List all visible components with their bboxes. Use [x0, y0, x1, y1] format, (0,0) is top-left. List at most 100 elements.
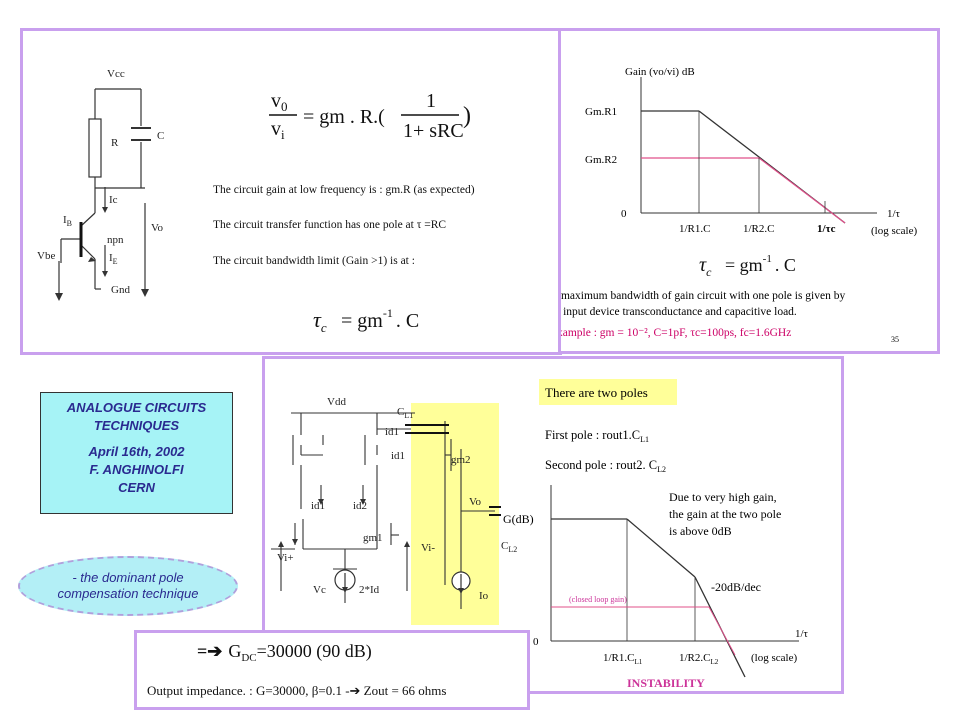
dc-gain-svg: =➔GDC=30000 (90 dB) Output impedance. : … [147, 641, 446, 698]
id2-label: id2 [353, 500, 367, 512]
ib-label: IB [63, 214, 72, 228]
circuit-capacitor-plates [405, 424, 501, 516]
svg-text:= gm-1. C: = gm-1. C [725, 253, 796, 275]
x-axis-title: 1/τ [887, 208, 901, 220]
bias-current-label: 2*Id [359, 584, 380, 596]
svg-text:τc: τc [699, 254, 712, 279]
note-line-1: Due to very high gain, [669, 490, 777, 504]
caption-line-1: e maximum bandwidth of gain circuit with… [561, 290, 845, 302]
gm1-label: gm1 [363, 532, 383, 544]
closed-loop-gain-label: (closed loop gain) [569, 595, 627, 604]
bandwidth-formula: τc = gm-1. C [313, 306, 419, 335]
cl1-label: CL1 [397, 406, 413, 420]
tau-c-formula: τc = gm-1. C [699, 253, 796, 279]
gnd-label: Gnd [111, 284, 130, 296]
vi-minus-label: Vi- [421, 542, 435, 554]
cl2-label: CL2 [501, 540, 517, 554]
gdc-formula: =➔GDC=30000 (90 dB) [197, 641, 372, 664]
panel-dc-gain: =➔GDC=30000 (90 dB) Output impedance. : … [134, 630, 530, 710]
y-axis-title: Gain (vo/vi) dB [625, 66, 695, 78]
gain-r2-rolloff [758, 157, 846, 224]
vo-label-2: Vo [469, 496, 482, 508]
course-institution: CERN [118, 480, 155, 495]
origin-label-2: 0 [533, 636, 539, 648]
origin-label: 0 [621, 208, 627, 220]
vcc-label: Vcc [107, 68, 125, 80]
panel-single-pole-bode: Gain (vo/vi) dB Gm.R1 Gm.R2 0 1/R1.C 1/R… [553, 28, 940, 354]
page-number: 35 [891, 335, 899, 344]
circuit-arrowheads [278, 499, 464, 594]
transfer-function-formula: v0 vi = gm . R.( 1 1+ sRC ) [269, 90, 471, 142]
vc-label: Vc [313, 584, 326, 596]
svg-text:= gm-1. C: = gm-1. C [341, 306, 419, 332]
x-axis-scale: (log scale) [871, 225, 917, 237]
x-axis-scale-2: (log scale) [751, 652, 797, 664]
caption-line-2: : input device transconductance and capa… [561, 306, 797, 318]
vo-arrowhead [141, 289, 149, 297]
panel-two-pole-circuit: Vdd CL1 id1 gm2 id1 id1 id2 gm1 Vi+ Vi- … [262, 356, 844, 694]
course-date: April 16th, 2002 [88, 444, 185, 459]
vdd-label: Vdd [327, 396, 346, 408]
note-line-2: the gain at the two pole [669, 507, 781, 521]
two-poles-highlight [539, 379, 677, 405]
svg-text:τc: τc [313, 307, 327, 335]
topic-oval: - the dominant pole compensation techniq… [18, 556, 238, 616]
x-tick-r2: 1/R2.C [743, 223, 774, 235]
id1-top-label: id1 [385, 426, 399, 438]
svg-text:1: 1 [426, 90, 436, 112]
vbe-label: Vbe [37, 250, 55, 262]
two-pole-circuit-wires [271, 412, 495, 609]
topic-line-2: compensation technique [57, 586, 199, 601]
ie-label: IE [109, 252, 118, 266]
x-tick-r1: 1/R1.C [679, 223, 710, 235]
instability-label: INSTABILITY [627, 676, 705, 690]
course-title-line-1: ANALOGUE CIRCUITS [66, 400, 207, 415]
g-db-axis-label: G(dB) [503, 512, 534, 526]
output-impedance-text: Output impedance. : G=30000, β=0.1 -➔ Zo… [147, 683, 446, 698]
x-tick-tau-c: 1/τc [817, 223, 836, 235]
resistor-label: R [111, 137, 119, 149]
single-pole-bode-svg: Gain (vo/vi) dB Gm.R1 Gm.R2 0 1/R1.C 1/R… [553, 66, 917, 344]
emitter-arrowhead [88, 257, 96, 262]
panel-single-pole-circuit: Vcc R C Ic IB npn Vo Vbe IE Gnd v0 vi = … [20, 28, 562, 355]
example-line: xample : gm = 10⁻², C=1pF, τc=100ps, fc=… [561, 327, 791, 339]
id1-left-label: id1 [311, 500, 325, 512]
course-info-box: ANALOGUE CIRCUITS TECHNIQUES April 16th,… [40, 392, 233, 514]
svg-text:1+ sRC: 1+ sRC [403, 120, 464, 142]
two-pole-circuit-svg: Vdd CL1 id1 gm2 id1 id1 id2 gm1 Vi+ Vi- … [271, 379, 809, 690]
y-tick-gm-r1: Gm.R1 [585, 106, 617, 118]
statement-pole: The circuit transfer function has one po… [213, 219, 446, 231]
capacitor-label: C [157, 130, 164, 142]
ie-arrowhead [102, 271, 108, 277]
statement-low-freq-gain: The circuit gain at low frequency is : g… [213, 184, 475, 196]
ic-label: Ic [109, 194, 118, 206]
svg-text:vi: vi [271, 118, 285, 142]
x-tick-r1-cl1: 1/R1.CL1 [603, 652, 643, 666]
id1-mirror-label: id1 [391, 450, 405, 462]
io-label: Io [479, 590, 489, 602]
vbe-arrowhead [55, 293, 63, 301]
two-poles-heading: There are two poles [545, 385, 648, 400]
npn-label: npn [107, 234, 124, 246]
svg-text:): ) [463, 103, 471, 129]
x-axis-title-2: 1/τ [795, 628, 809, 640]
circuit-wires [58, 88, 146, 293]
y-tick-gm-r2: Gm.R2 [585, 154, 617, 166]
capacitor-plates [131, 127, 151, 141]
statement-bandwidth: The circuit bandwidth limit (Gain >1) is… [213, 255, 415, 267]
first-pole-text: First pole : rout1.CL1 [545, 428, 649, 444]
second-pole-text: Second pole : rout2. CL2 [545, 458, 666, 474]
single-pole-circuit-svg: Vcc R C Ic IB npn Vo Vbe IE Gnd v0 vi = … [37, 68, 475, 335]
course-author: F. ANGHINOLFI [89, 462, 184, 477]
two-pole-bode-graph [550, 485, 799, 678]
vo-label: Vo [151, 222, 164, 234]
topic-line-1: - the dominant pole [72, 570, 184, 585]
slope-label: -20dB/dec [711, 580, 761, 594]
note-line-3: is above 0dB [669, 524, 732, 538]
course-title-line-2: TECHNIQUES [93, 418, 180, 433]
svg-text:v0: v0 [271, 90, 288, 114]
gm2-label: gm2 [451, 454, 471, 466]
ic-arrowhead [102, 207, 108, 213]
resistor-symbol [88, 118, 102, 178]
svg-text:= gm . R.(: = gm . R.( [303, 106, 385, 128]
